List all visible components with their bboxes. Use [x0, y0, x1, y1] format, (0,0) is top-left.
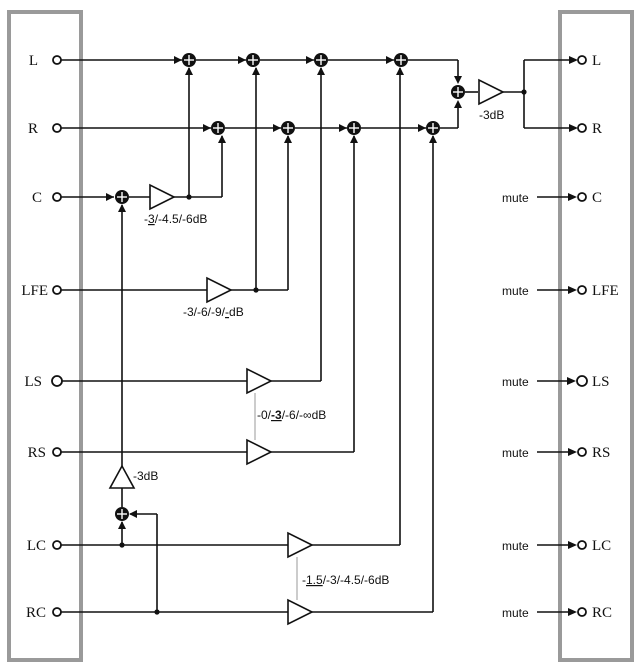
r-bus: [61, 100, 462, 132]
mute-arrow-ls: [567, 377, 576, 385]
surround-gain-label: -0/-3/-6/-∞dB: [257, 408, 326, 422]
mute-arrow-lc: [568, 541, 577, 549]
input-port-r[interactable]: [52, 123, 62, 133]
output-gain-label: -3dB: [479, 108, 504, 122]
mute-label-lfe: mute: [502, 284, 529, 298]
output-label-lc: LC: [592, 538, 611, 554]
mute-label-rs: mute: [502, 446, 529, 460]
output-port-rc[interactable]: [577, 607, 587, 617]
final-mix: [465, 56, 578, 132]
sum-node-r-3: [347, 121, 361, 135]
output-label-l: L: [592, 53, 601, 69]
output-label-ls: LS: [592, 374, 610, 390]
input-label-rc: RC: [26, 605, 46, 621]
sum-node-final: [451, 85, 465, 99]
input-panel: [7, 10, 83, 662]
surround-chain: [61, 67, 358, 453]
lcrc-gain-label: -1.5/-3/-4.5/-6dB: [302, 573, 389, 587]
output-gain-amp: [478, 78, 505, 106]
output-port-c[interactable]: [577, 192, 587, 202]
input-port-lc[interactable]: [52, 540, 62, 550]
sum-node-center: [115, 190, 129, 204]
sum-node-l-4: [394, 53, 408, 67]
l-bus: [61, 56, 462, 84]
center-gain-amp: [149, 183, 176, 211]
center-back-gain-amp: [108, 464, 136, 489]
lfe-gain-amp: [206, 276, 233, 304]
input-port-ls[interactable]: [51, 375, 63, 387]
mute-label-ls: mute: [502, 375, 529, 389]
input-label-lc: LC: [27, 538, 46, 554]
sum-node-l-3: [314, 53, 328, 67]
sum-node-r-4: [426, 121, 440, 135]
sum-node-r-1: [211, 121, 225, 135]
center-chain: [61, 67, 226, 201]
output-port-lfe[interactable]: [577, 285, 587, 295]
output-panel: [558, 10, 634, 662]
input-port-c[interactable]: [52, 192, 62, 202]
mute-arrow-rs: [568, 448, 577, 456]
output-label-rc: RC: [592, 605, 612, 621]
lc-gain-amp: [287, 531, 314, 559]
sum-node-center-back: [115, 507, 129, 521]
input-label-ls: LS: [24, 374, 42, 390]
center-gain-label: -3/-4.5/-6dB: [144, 212, 207, 226]
output-label-lfe: LFE: [592, 283, 619, 299]
rs-gain-amp: [246, 438, 273, 466]
input-label-rs: RS: [28, 445, 46, 461]
output-port-lc[interactable]: [577, 540, 587, 550]
output-port-rs[interactable]: [577, 447, 587, 457]
mute-label-lc: mute: [502, 539, 529, 553]
mute-label-c: mute: [502, 191, 529, 205]
input-label-r: R: [28, 121, 38, 137]
center-back-gain-label: -3dB: [133, 469, 158, 483]
output-port-l[interactable]: [577, 55, 587, 65]
rc-gain-amp: [287, 598, 314, 626]
sum-node-l-2: [246, 53, 260, 67]
output-port-ls[interactable]: [576, 375, 588, 387]
center-back-chain: [61, 67, 437, 615]
output-label-r: R: [592, 121, 602, 137]
input-port-rc[interactable]: [52, 607, 62, 617]
mute-arrow-rc: [568, 608, 577, 616]
sum-node-r-2: [281, 121, 295, 135]
lfe-gain-label: -3/-6/-9/-dB: [183, 305, 244, 319]
lfe-chain: [61, 67, 292, 293]
mute-arrow-lfe: [568, 286, 577, 294]
input-port-l[interactable]: [52, 55, 62, 65]
ls-gain-amp: [246, 367, 273, 395]
output-label-c: C: [592, 190, 602, 206]
output-port-r[interactable]: [577, 123, 587, 133]
input-label-c: C: [32, 190, 42, 206]
output-label-rs: RS: [592, 445, 610, 461]
input-label-lfe: LFE: [21, 283, 48, 299]
mute-arrow-c: [568, 193, 577, 201]
input-label-l: L: [29, 53, 38, 69]
input-port-lfe[interactable]: [52, 285, 62, 295]
mute-label-rc: mute: [502, 606, 529, 620]
input-port-rs[interactable]: [52, 447, 62, 457]
sum-node-l-1: [182, 53, 196, 67]
